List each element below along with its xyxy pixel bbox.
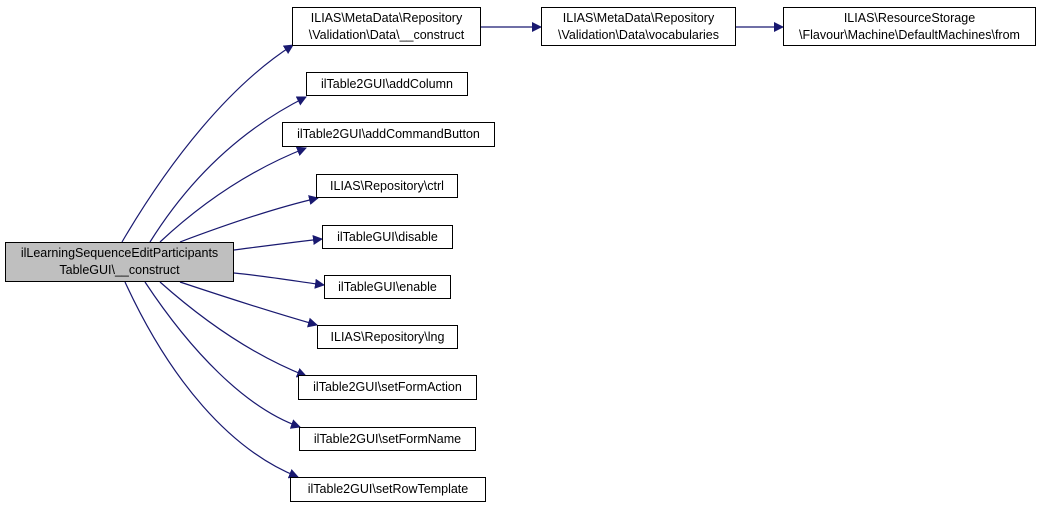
node-validation-data-construct[interactable]: ILIAS\MetaData\Repository \Validation\Da…: [292, 7, 481, 46]
edge-to-table-disable: [233, 235, 323, 251]
node-table-enable[interactable]: ilTableGUI\enable: [324, 275, 451, 299]
node-vocabularies-line1: ILIAS\MetaData\Repository: [562, 10, 715, 25]
node-default-machines-line1: ILIAS\ResourceStorage: [843, 10, 976, 25]
node-root-construct[interactable]: ilLearningSequenceEditParticipants Table…: [5, 242, 234, 282]
edge-to-table-enable: [233, 272, 325, 289]
node-validation-construct-line2: \Validation\Data\__construct: [308, 27, 465, 42]
edge-to-repository-ctrl: [179, 195, 319, 243]
node-set-form-name[interactable]: ilTable2GUI\setFormName: [299, 427, 476, 451]
node-repository-ctrl[interactable]: ILIAS\Repository\ctrl: [316, 174, 458, 198]
node-set-form-action[interactable]: ilTable2GUI\setFormAction: [298, 375, 477, 400]
edge-to-set-form-action: [159, 281, 307, 378]
node-root-line1: ilLearningSequenceEditParticipants: [20, 246, 219, 260]
edge-to-add-command-button: [159, 146, 307, 243]
node-set-row-template[interactable]: ilTable2GUI\setRowTemplate: [290, 477, 486, 502]
node-default-machines-line2: \Flavour\Machine\DefaultMachines\from: [799, 27, 1020, 42]
edge-to-validation-construct: [121, 44, 294, 243]
node-root-line2: TableGUI\__construct: [59, 263, 180, 277]
edge-to-add-column: [149, 96, 307, 243]
node-vocabularies-line2: \Validation\Data\vocabularies: [558, 27, 719, 42]
node-add-command-button[interactable]: ilTable2GUI\addCommandButton: [282, 122, 495, 147]
node-repository-lng[interactable]: ILIAS\Repository\lng: [317, 325, 458, 349]
node-table-disable[interactable]: ilTableGUI\disable: [322, 225, 453, 249]
edge-to-set-form-name: [144, 281, 301, 429]
node-add-column[interactable]: ilTable2GUI\addColumn: [306, 72, 468, 96]
edge-to-repository-lng: [179, 281, 318, 328]
node-validation-construct-line1: ILIAS\MetaData\Repository: [310, 10, 463, 25]
node-validation-data-vocabularies[interactable]: ILIAS\MetaData\Repository \Validation\Da…: [541, 7, 736, 46]
node-default-machines-from[interactable]: ILIAS\ResourceStorage \Flavour\Machine\D…: [783, 7, 1036, 46]
edge-to-set-row-template: [124, 281, 299, 479]
